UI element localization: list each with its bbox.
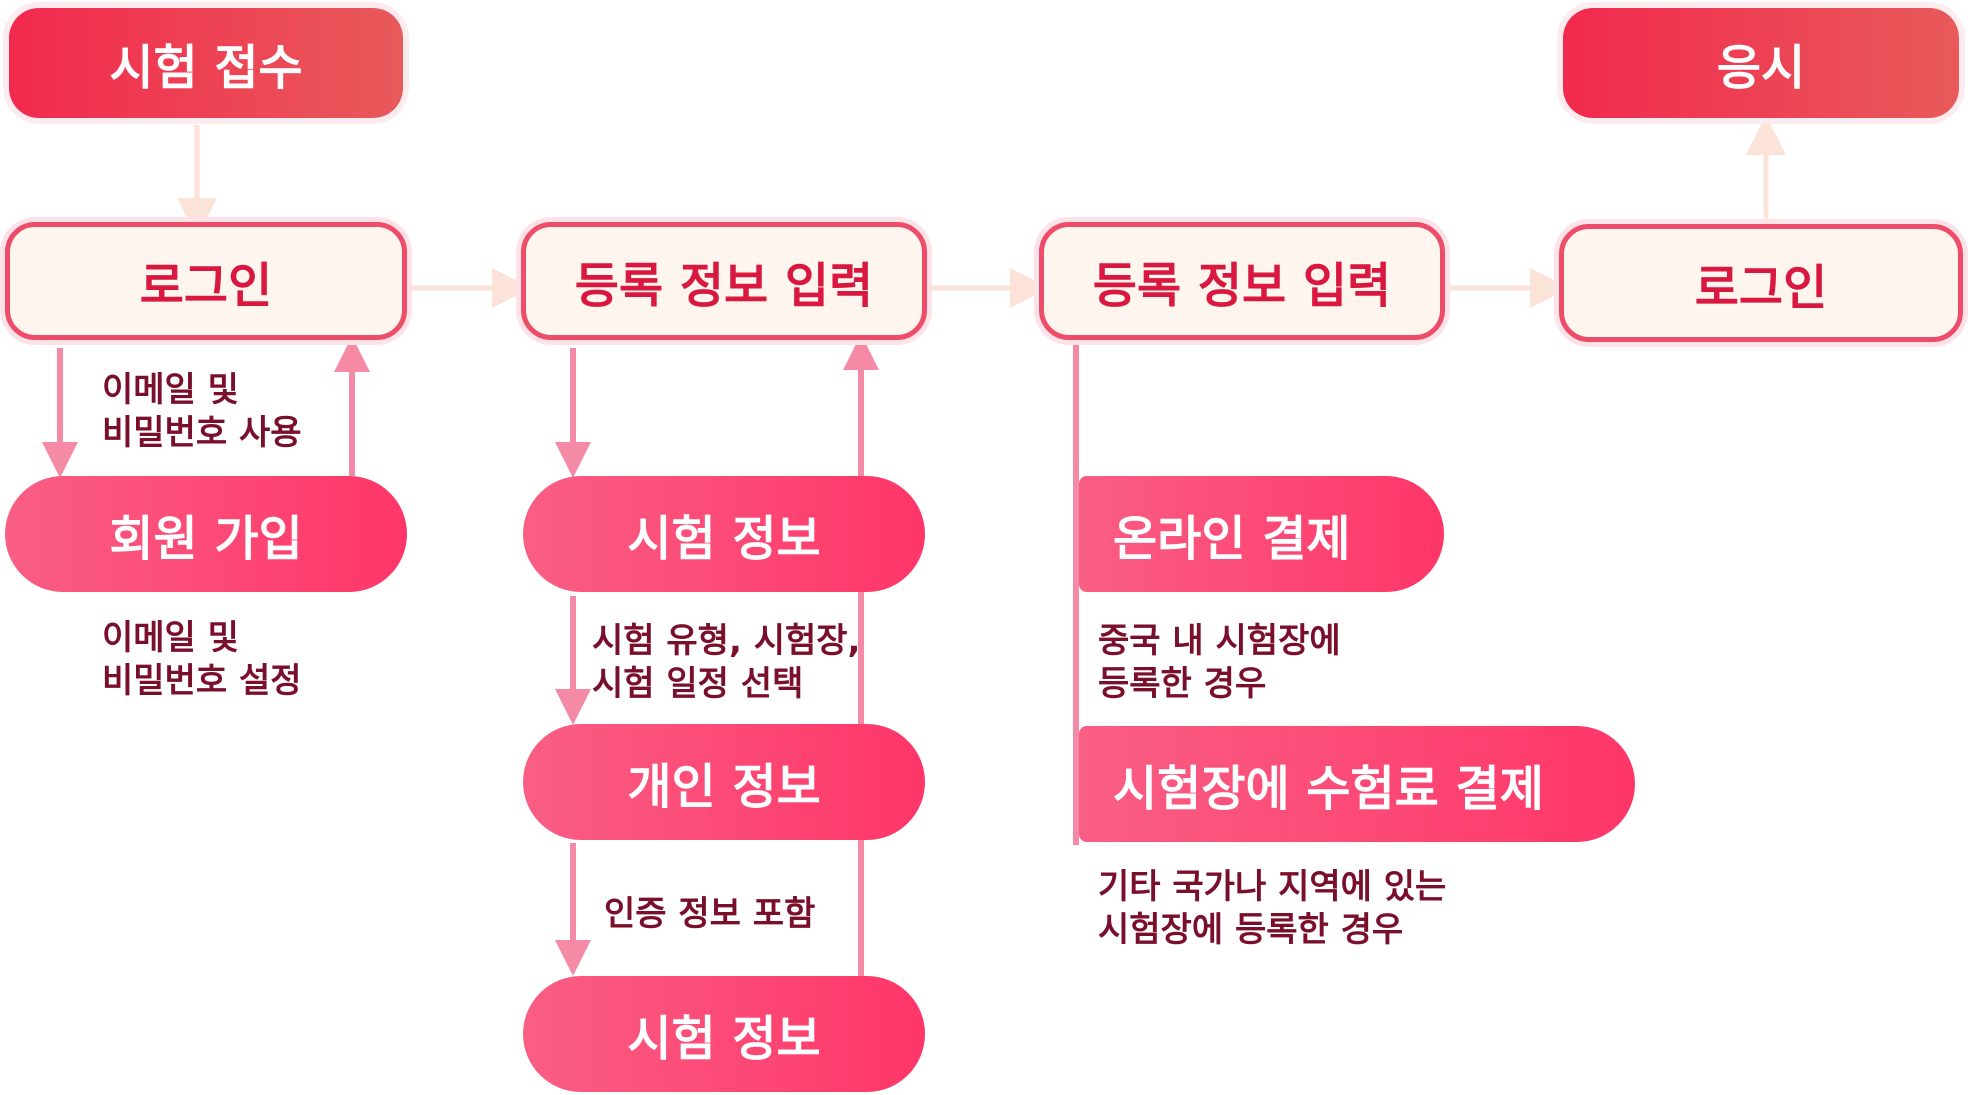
exam-registration-label: 시험 접수 (109, 40, 303, 96)
venue-payment-label: 시험장에 수험료 결제 (1113, 761, 1544, 817)
note-china-venue-line-1: 중국 내 시험장에 (1098, 621, 1341, 661)
note-exam-select: 시험 유형, 시험장, 시험 일정 선택 (592, 620, 860, 706)
note-other-venue: 기타 국가나 지역에 있는 시험장에 등록한 경우 (1098, 866, 1446, 952)
venue-payment-box: 시험장에 수험료 결제 (1079, 726, 1635, 842)
register-info-box-1: 등록 정보 입력 (521, 222, 927, 340)
note-login-use-line-1: 이메일 및 (102, 370, 239, 410)
online-payment-box: 온라인 결제 (1079, 476, 1444, 592)
sign-up-label: 회원 가입 (109, 511, 303, 567)
exam-info-box-1: 시험 정보 (523, 476, 925, 592)
login-end-label: 로그인 (1694, 260, 1828, 316)
note-auth-include-text: 인증 정보 포함 (604, 894, 816, 934)
note-signup-set: 이메일 및 비밀번호 설정 (102, 617, 302, 703)
personal-info-label: 개인 정보 (627, 759, 821, 815)
exam-info-label-1: 시험 정보 (627, 511, 821, 567)
note-china-venue-line-2: 등록한 경우 (1098, 664, 1267, 704)
note-other-venue-line-2: 시험장에 등록한 경우 (1098, 910, 1404, 950)
note-exam-select-line-1: 시험 유형, 시험장, (592, 621, 861, 661)
note-exam-select-line-2: 시험 일정 선택 (592, 664, 804, 704)
sign-up-box: 회원 가입 (5, 476, 407, 592)
take-exam-label: 응시 (1716, 40, 1806, 96)
take-exam-box: 응시 (1563, 8, 1959, 118)
note-other-venue-line-1: 기타 국가나 지역에 있는 (1098, 867, 1447, 907)
personal-info-box: 개인 정보 (523, 724, 925, 840)
exam-info-label-2: 시험 정보 (627, 1011, 821, 1067)
login-end-box: 로그인 (1559, 224, 1963, 342)
note-china-venue: 중국 내 시험장에 등록한 경우 (1098, 620, 1341, 706)
register-info-box-2: 등록 정보 입력 (1039, 222, 1445, 340)
note-signup-set-line-1: 이메일 및 (102, 618, 239, 658)
exam-info-box-2: 시험 정보 (523, 976, 925, 1092)
register-info-label-1: 등록 정보 입력 (574, 258, 874, 314)
login-start-box: 로그인 (5, 222, 407, 340)
online-payment-label: 온라인 결제 (1113, 511, 1351, 567)
exam-registration-box: 시험 접수 (9, 8, 403, 118)
note-login-use: 이메일 및 비밀번호 사용 (102, 369, 302, 455)
register-info-label-2: 등록 정보 입력 (1092, 258, 1392, 314)
note-signup-set-line-2: 비밀번호 설정 (102, 661, 302, 701)
login-start-label: 로그인 (139, 258, 273, 314)
note-auth-include: 인증 정보 포함 (604, 893, 815, 936)
note-login-use-line-2: 비밀번호 사용 (102, 413, 302, 453)
